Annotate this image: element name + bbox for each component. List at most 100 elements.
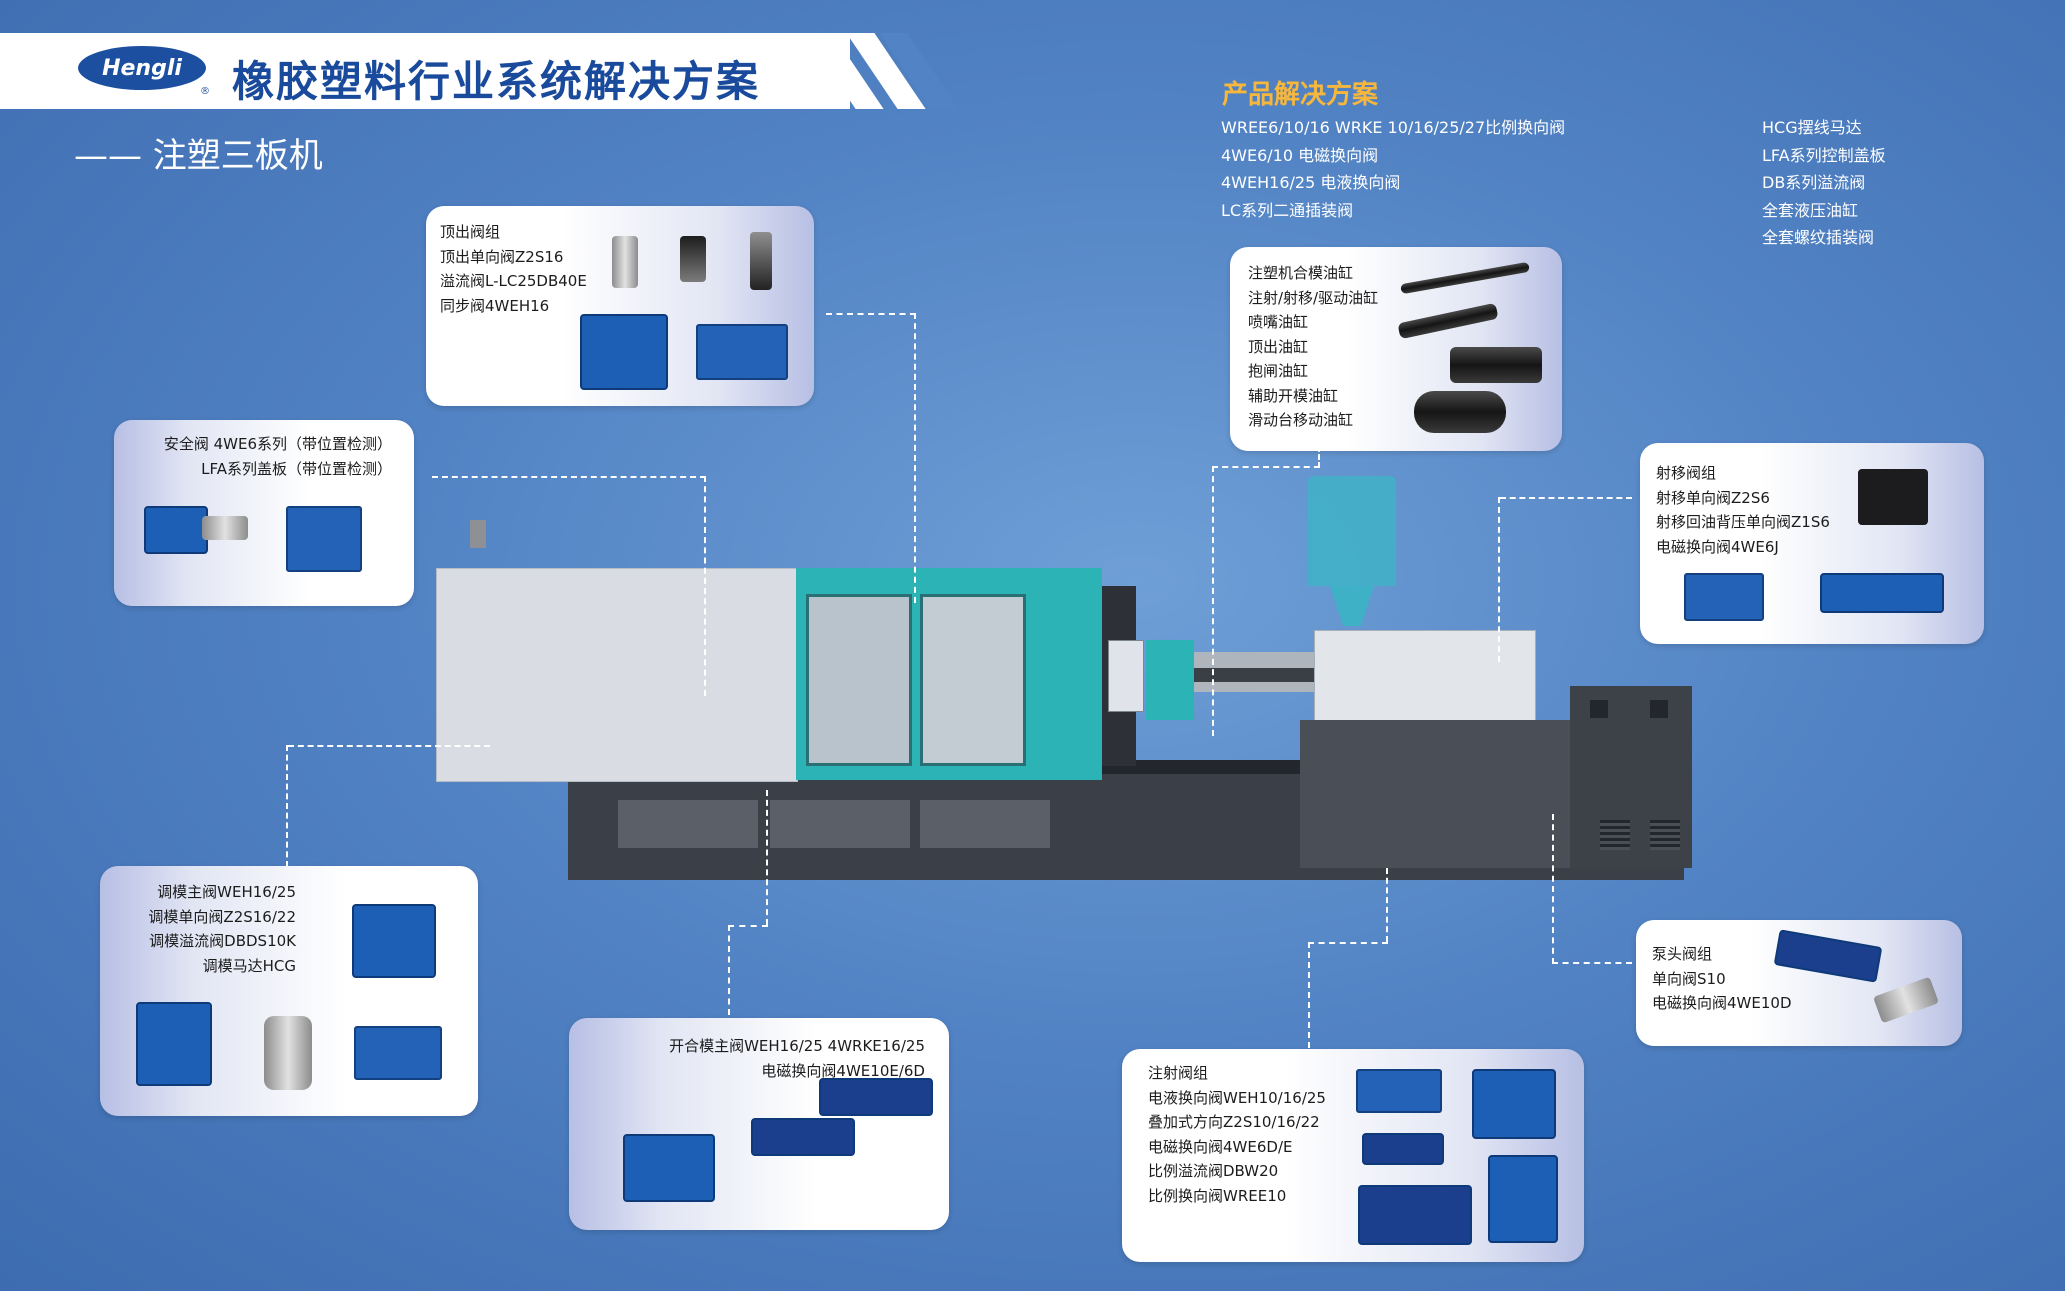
- leader-line: [1212, 466, 1320, 468]
- solutions-list-right: HCG摆线马达 LFA系列控制盖板 DB系列溢流阀 全套液压油缸 全套螺纹插装阀: [1762, 114, 1886, 252]
- card-line: 射移阀组: [1656, 464, 1717, 482]
- cabinet-vent: [1600, 820, 1630, 850]
- check-valve-block-icon: [1356, 1069, 1442, 1113]
- card-text: 射移阀组 射移单向阀Z2S6 射移回油背压单向阀Z1S6 电磁换向阀4WE6J: [1656, 461, 1830, 559]
- hopper: [1308, 476, 1396, 586]
- card-line: 调模单向阀Z2S16/22: [148, 907, 296, 926]
- lfa-cover-icon: [286, 506, 362, 572]
- card-line: 开合模主阀WEH16/25 4WRKE16/25: [669, 1037, 925, 1055]
- leader-line: [1552, 814, 1554, 964]
- directional-valve-icon: [580, 314, 668, 390]
- solenoid-valve-stack-icon: [1358, 1185, 1472, 1245]
- card-line: 喷嘴油缸: [1248, 313, 1309, 331]
- machine-nozzle-housing: [1146, 640, 1194, 720]
- leader-line: [1552, 962, 1632, 964]
- card-text: 顶出阀组 顶出单向阀Z2S16 溢流阀L-LC25DB40E 同步阀4WEH16: [440, 220, 587, 318]
- card-line: 射移单向阀Z2S6: [1656, 488, 1770, 507]
- card-line: 叠加式方向Z2S10/16/22: [1148, 1113, 1320, 1131]
- card-line: 顶出阀组: [440, 223, 501, 241]
- position-sensor-icon: [202, 516, 248, 540]
- leader-line: [728, 925, 730, 1015]
- card-text: 注塑机合模油缸 注射/射移/驱动油缸 喷嘴油缸 顶出油缸 抱闸油缸 辅助开模油缸…: [1248, 261, 1378, 433]
- card-line: 泵头阀组: [1652, 945, 1713, 963]
- hydraulic-cabinet: [1300, 720, 1570, 868]
- card-text: 开合模主阀WEH16/25 4WRKE16/25 电磁换向阀4WE10E/6D: [669, 1034, 925, 1083]
- card-line: 安全阀 4WE6系列（带位置检测）: [163, 435, 392, 453]
- check-valve-block-icon: [354, 1026, 442, 1080]
- card-shot-move: 射移阀组 射移单向阀Z2S6 射移回油背压单向阀Z1S6 电磁换向阀4WE6J: [1640, 443, 1984, 644]
- card-line: 电液换向阀WEH10/16/25: [1148, 1088, 1326, 1107]
- leader-line: [1500, 497, 1632, 499]
- cabinet-vent: [1590, 700, 1608, 718]
- list-item: LFA系列控制盖板: [1762, 145, 1886, 165]
- card-ejector-valves: 顶出阀组 顶出单向阀Z2S16 溢流阀L-LC25DB40E 同步阀4WEH16: [426, 206, 814, 406]
- cylinder-icon: [1397, 302, 1499, 340]
- check-valve-block-icon: [696, 324, 788, 380]
- solenoid-valve-icon: [751, 1118, 855, 1156]
- cylinder-icon: [1450, 347, 1542, 383]
- leader-line: [1498, 497, 1500, 662]
- card-line: 射移回油背压单向阀Z1S6: [1656, 513, 1830, 531]
- card-line: 注射/射移/驱动油缸: [1248, 288, 1379, 307]
- cabinet-vent: [1650, 700, 1668, 718]
- card-line: 电磁换向阀4WE6J: [1656, 537, 1779, 556]
- machine-base-window: [920, 800, 1050, 848]
- solenoid-valve-icon: [1362, 1133, 1444, 1165]
- card-line: 抱闸油缸: [1248, 362, 1309, 380]
- leader-line: [1308, 942, 1310, 1048]
- card-safety-valves: 安全阀 4WE6系列（带位置检测） LFA系列盖板（带位置检测）: [114, 420, 414, 606]
- solutions-heading: 产品解决方案: [1222, 80, 1379, 110]
- list-item: DB系列溢流阀: [1762, 173, 1866, 192]
- solenoid-valve-icon: [1820, 573, 1944, 613]
- machine-base-window: [770, 800, 910, 848]
- card-line: 调模溢流阀DBDS10K: [149, 932, 296, 950]
- proportional-relief-valve-icon: [1488, 1155, 1558, 1243]
- list-item: WREE6/10/16 WRKE 10/16/25/27比例换向阀: [1221, 118, 1566, 137]
- page-subtitle: —— 注塑三板机: [74, 136, 323, 176]
- list-item: HCG摆线马达: [1762, 118, 1862, 137]
- card-text: 泵头阀组 单向阀S10 电磁换向阀4WE10D: [1652, 942, 1792, 1016]
- card-text: 安全阀 4WE6系列（带位置检测） LFA系列盖板（带位置检测）: [164, 432, 392, 481]
- card-text: 注射阀组 电液换向阀WEH10/16/25 叠加式方向Z2S10/16/22 电…: [1148, 1061, 1326, 1208]
- leader-line: [914, 313, 916, 603]
- list-item: LC系列二通插装阀: [1221, 200, 1354, 220]
- leader-line: [1308, 942, 1388, 944]
- list-item: 全套螺纹插装阀: [1762, 228, 1875, 247]
- check-valve-block-icon: [1858, 469, 1928, 525]
- leader-line: [1318, 446, 1320, 468]
- directional-valve-icon: [352, 904, 436, 978]
- card-line: 调模主阀WEH16/25: [157, 883, 296, 901]
- card-injection-valves: 注射阀组 电液换向阀WEH10/16/25 叠加式方向Z2S10/16/22 电…: [1122, 1049, 1584, 1262]
- list-item: 4WEH16/25 电液换向阀: [1221, 173, 1401, 192]
- list-item: 全套液压油缸: [1762, 200, 1859, 220]
- leader-line: [826, 313, 916, 315]
- proportional-valve-icon: [623, 1134, 715, 1202]
- injection-screw: [1194, 668, 1314, 682]
- card-line: 注塑机合模油缸: [1248, 264, 1354, 282]
- leader-line: [286, 745, 288, 867]
- control-panel: [1108, 640, 1144, 712]
- page-title: 橡胶塑料行业系统解决方案: [232, 57, 761, 106]
- machine-window: [806, 594, 912, 766]
- cartridge-valve-icon: [750, 232, 772, 290]
- machine-window: [920, 594, 1026, 766]
- card-line: 顶出单向阀Z2S16: [440, 247, 564, 266]
- card-line: 比例溢流阀DBW20: [1148, 1162, 1279, 1180]
- card-open-close: 开合模主阀WEH16/25 4WRKE16/25 电磁换向阀4WE10E/6D: [569, 1018, 949, 1230]
- cabinet-vent: [1650, 820, 1680, 850]
- card-mold-adjust: 调模主阀WEH16/25 调模单向阀Z2S16/22 调模溢流阀DBDS10K …: [100, 866, 478, 1116]
- card-line: LFA系列盖板（带位置检测）: [201, 459, 392, 478]
- relief-valve-icon: [136, 1002, 212, 1086]
- cartridge-valve-icon: [612, 236, 638, 288]
- card-line: 同步阀4WEH16: [440, 296, 550, 315]
- card-text: 调模主阀WEH16/25 调模单向阀Z2S16/22 调模溢流阀DBDS10K …: [148, 880, 296, 978]
- card-line: 比例换向阀WREE10: [1148, 1186, 1287, 1205]
- leader-line: [728, 925, 768, 927]
- leader-line: [288, 745, 490, 747]
- solenoid-valve-icon: [144, 506, 208, 554]
- card-line: 辅助开模油缸: [1248, 386, 1339, 405]
- list-item: 4WE6/10 电磁换向阀: [1221, 145, 1379, 165]
- hydraulic-motor-icon: [264, 1016, 312, 1090]
- card-line: 溢流阀L-LC25DB40E: [440, 272, 587, 290]
- card-line: 电磁换向阀4WE10E/6D: [761, 1061, 925, 1080]
